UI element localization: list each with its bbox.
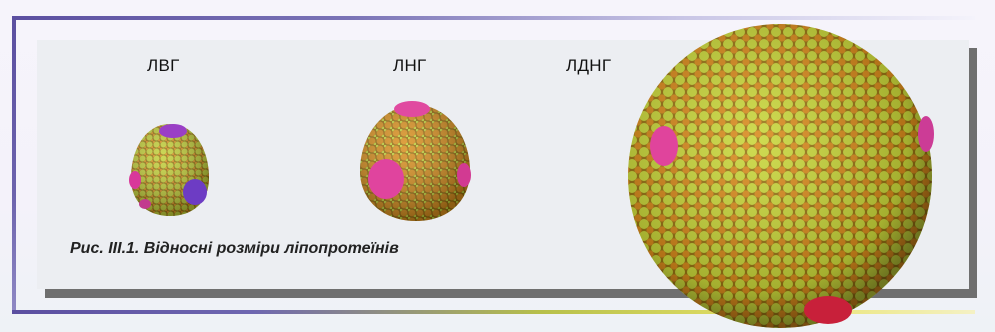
label-ldl: ЛНГ xyxy=(393,56,427,76)
label-hdl: ЛВГ xyxy=(147,56,180,76)
vldl-particle-image xyxy=(626,14,934,332)
ldl-particle-image xyxy=(352,97,480,225)
frame-left-border xyxy=(12,16,16,314)
label-vldl: ЛДНГ xyxy=(566,56,611,76)
hdl-particle-image xyxy=(125,120,215,220)
figure-caption: Рис. ІІІ.1. Відносні розміри ліпопротеїн… xyxy=(70,240,399,258)
